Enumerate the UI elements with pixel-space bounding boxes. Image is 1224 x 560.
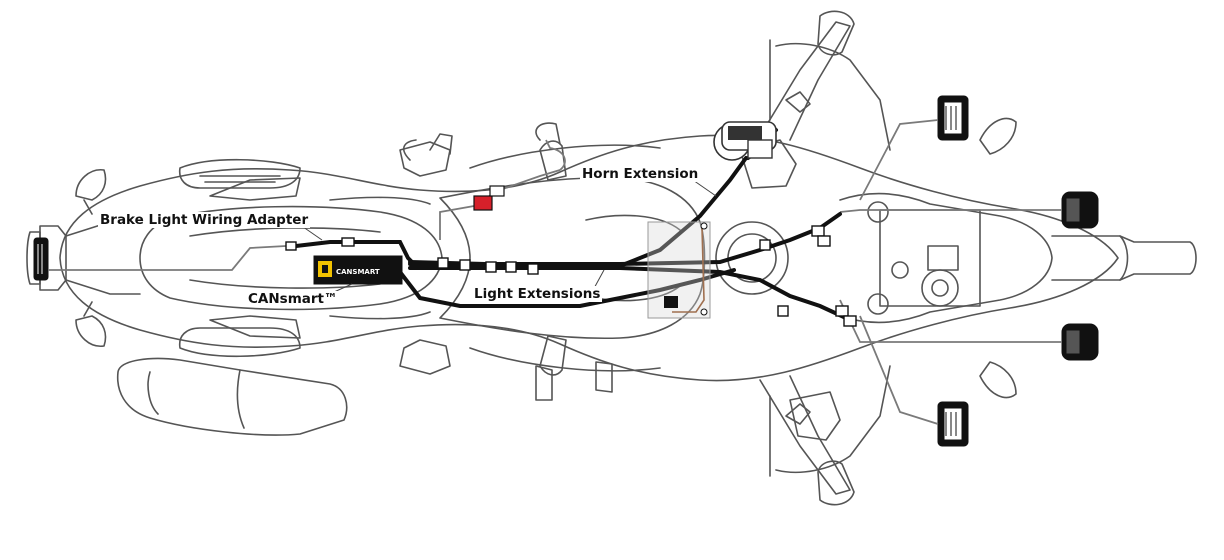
brake-light-wiring-adapter-label: Brake Light Wiring Adapter (98, 212, 311, 228)
motorcycle-outline (26, 10, 1197, 506)
thin-wires (48, 119, 1062, 425)
cansmart-module: CANSMART (313, 255, 403, 285)
aux-lights (33, 95, 1099, 447)
tail-light (33, 237, 49, 281)
aux-light-upper-right (1061, 191, 1099, 229)
cansmart-label: CANsmart™ (246, 291, 340, 307)
aux-light-lower-left (937, 401, 969, 447)
harness-light-bundle-lower (408, 266, 848, 320)
harness-lower-bypass (398, 268, 736, 308)
tank-bracket-panel (647, 221, 711, 319)
red-connector (473, 185, 505, 211)
horn (713, 121, 777, 161)
aux-light-lower-right (1061, 323, 1099, 361)
harness-connectors (285, 225, 857, 327)
horn-extension-label: Horn Extension (580, 166, 701, 182)
aux-light-upper-left (937, 95, 969, 141)
light-extensions-label: Light Extensions (472, 286, 603, 302)
cansmart-logo-text: CANSMART (336, 268, 380, 276)
harness-brake-lead (294, 240, 414, 264)
